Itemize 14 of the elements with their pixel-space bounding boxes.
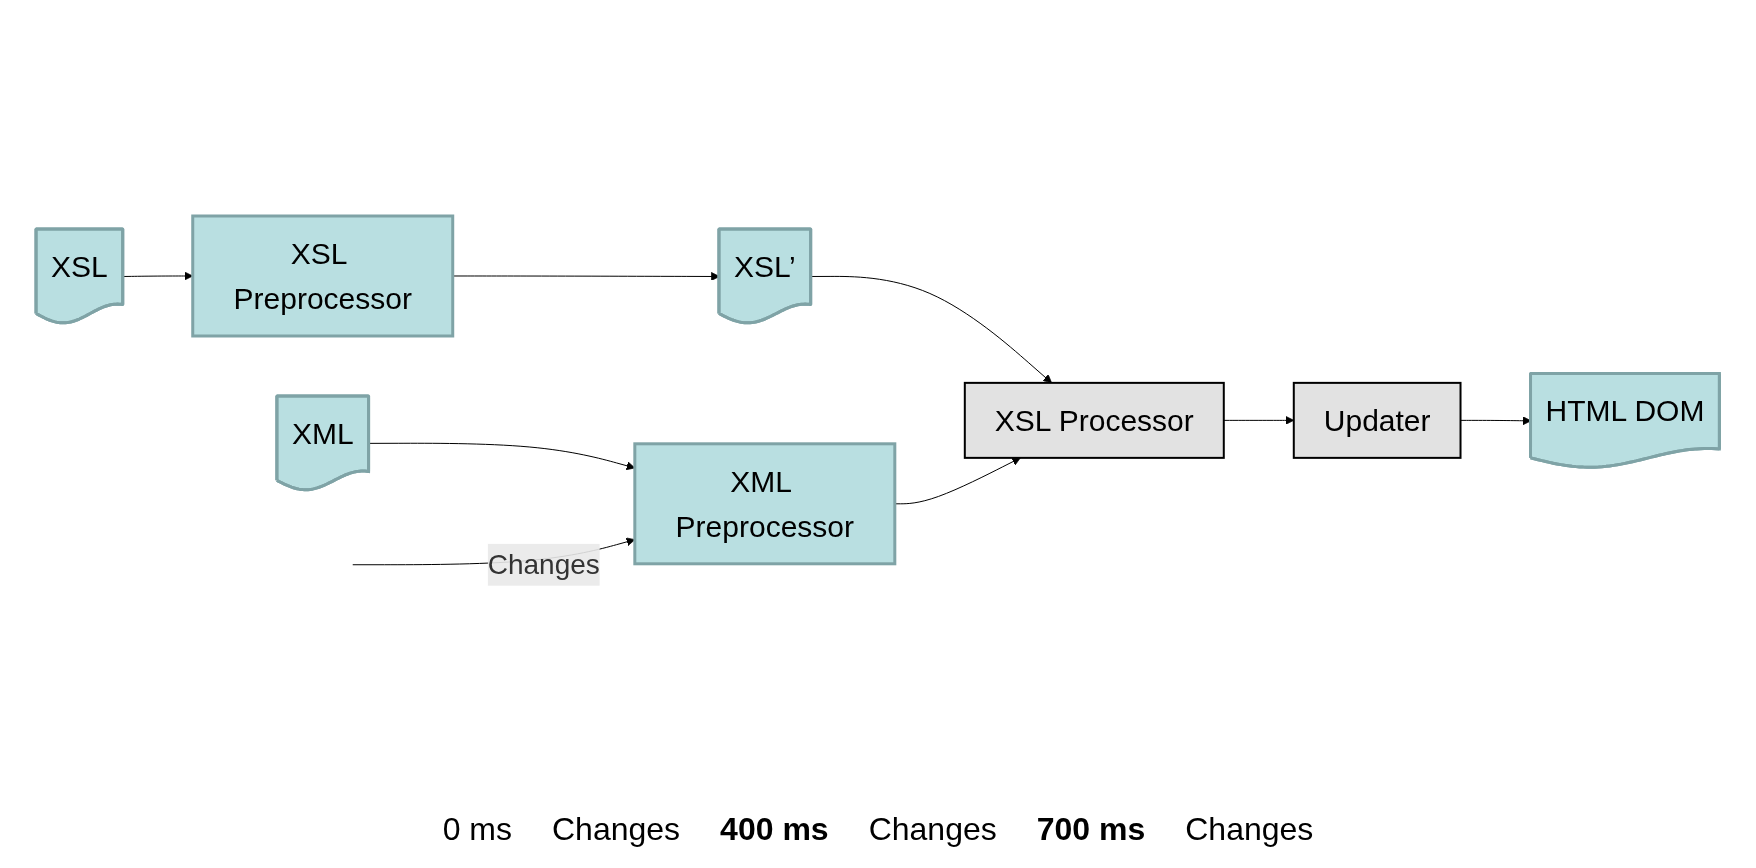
node-box: Updater: [1293, 381, 1462, 459]
arrow: [123, 271, 194, 280]
timing-label: 700 ms: [1036, 811, 1146, 848]
timing-label: Changes: [868, 811, 997, 848]
node-box: XML Preprocessor: [633, 441, 897, 565]
edge-label: Changes: [488, 548, 601, 580]
timing-label: 400 ms: [720, 811, 829, 848]
arrow: [810, 275, 1053, 383]
timing-label: 0 ms: [442, 811, 512, 848]
timing-label: Changes: [1185, 811, 1314, 848]
node-box: XSL Preprocessor: [191, 214, 455, 338]
node-box: XSL Processor: [964, 381, 1226, 459]
arrow: [368, 442, 636, 470]
timing-label: Changes: [552, 811, 681, 848]
